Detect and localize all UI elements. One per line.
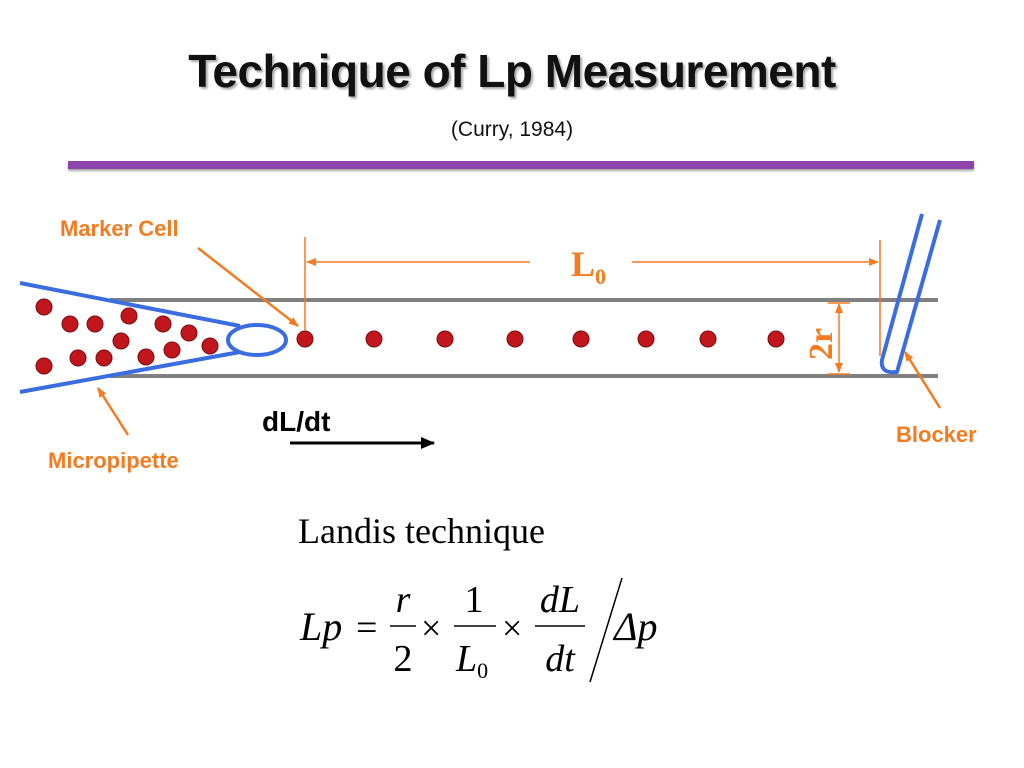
blocker <box>879 213 942 375</box>
vessel-cells <box>296 330 785 348</box>
red-cell <box>365 330 383 348</box>
title-divider <box>68 161 974 169</box>
red-cell <box>95 349 113 367</box>
red-cell <box>436 330 454 348</box>
red-cell <box>201 337 219 355</box>
times-symbol-2: × <box>502 608 522 648</box>
red-cell <box>112 332 130 350</box>
frac3-numerator: dL <box>540 579 580 621</box>
red-cell <box>35 298 53 316</box>
micropipette <box>19 281 288 394</box>
equation-lhs: Lp <box>299 604 342 649</box>
micropipette-pointer <box>96 387 130 436</box>
blocker-probe <box>879 213 942 375</box>
red-cell <box>69 349 87 367</box>
technique-name: Landis technique <box>298 511 545 551</box>
length-dimension: L0 <box>304 237 881 356</box>
slide-subtitle: (Curry, 1984) <box>450 118 574 141</box>
micropipette-label: Micropipette <box>48 448 179 473</box>
frac2-numerator: 1 <box>465 579 484 621</box>
red-cell <box>137 348 155 366</box>
micropipette-upper-wall <box>19 281 241 328</box>
blocker-pointer <box>903 351 942 409</box>
red-cell <box>154 315 172 333</box>
red-cell <box>120 307 138 325</box>
red-cell <box>61 315 79 333</box>
equation-delta-p: Δp <box>612 604 657 649</box>
red-cell <box>35 357 53 375</box>
red-cell <box>86 315 104 333</box>
times-symbol-1: × <box>421 608 441 648</box>
lp-equation: Lp = r 2 × 1 L0 × dL dt Δp <box>299 577 657 683</box>
red-cell <box>637 330 655 348</box>
frac2-denominator: L0 <box>455 638 488 683</box>
equation-equals: = <box>356 607 377 649</box>
blocker-label: Blocker <box>896 422 977 447</box>
marker-cell <box>296 330 314 348</box>
micropipette-lower-wall <box>19 350 241 394</box>
red-cell <box>506 330 524 348</box>
flow-label: dL/dt <box>262 406 330 437</box>
frac1-numerator: r <box>396 579 411 621</box>
red-cell <box>767 330 785 348</box>
frac1-denominator: 2 <box>394 638 413 680</box>
frac3-denominator: dt <box>545 638 576 680</box>
red-cell <box>180 324 198 342</box>
red-cell <box>699 330 717 348</box>
red-cell <box>572 330 590 348</box>
slide-title: Technique of Lp Measurement <box>188 45 836 97</box>
marker-cell-label: Marker Cell <box>60 216 179 241</box>
division-slash <box>589 577 623 683</box>
micropipette-tip <box>226 323 288 357</box>
red-cell <box>163 341 181 359</box>
radius-label: 2r <box>803 328 840 360</box>
pipette-cells <box>35 298 219 375</box>
marker-cell-pointer <box>197 247 299 327</box>
length-label: L0 <box>571 244 606 289</box>
radius-dimension: 2r <box>803 302 850 375</box>
